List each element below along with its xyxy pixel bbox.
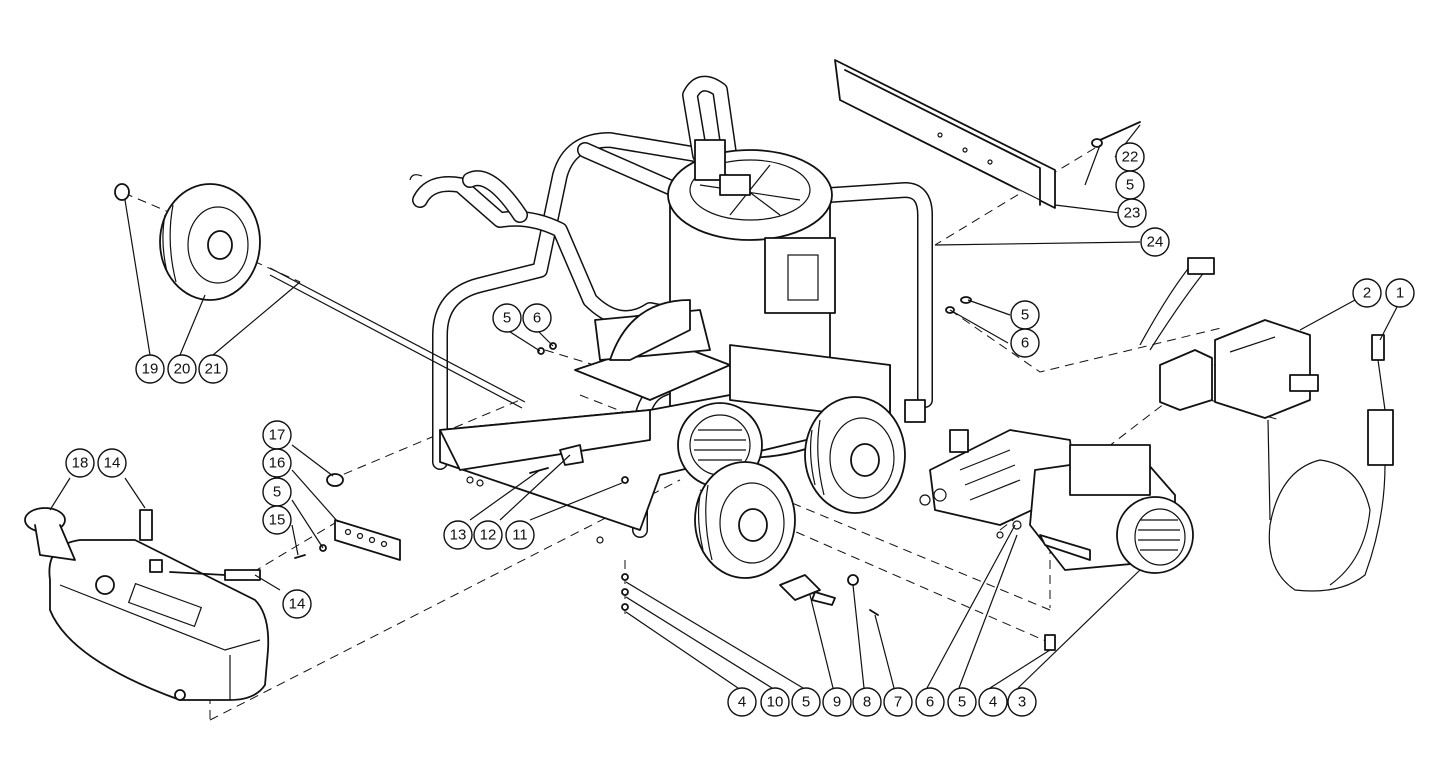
callout-label: 2 xyxy=(1363,285,1371,302)
callout-label: 16 xyxy=(269,455,286,472)
callout-20: 20 xyxy=(167,354,197,384)
callout-6: 6 xyxy=(522,303,552,333)
transformer xyxy=(1139,257,1215,411)
callout-label: 14 xyxy=(104,455,121,472)
callout-5: 5 xyxy=(262,477,292,507)
callout-5: 5 xyxy=(492,303,522,333)
callout-label: 13 xyxy=(450,527,467,544)
callout-label: 5 xyxy=(802,694,810,711)
callout-14: 14 xyxy=(97,448,127,478)
callout-label: 18 xyxy=(72,455,89,472)
callout-label: 20 xyxy=(174,361,191,378)
callout-label: 10 xyxy=(767,694,784,711)
mounting-bracket-part-23 xyxy=(834,59,1056,209)
axle-part-21 xyxy=(269,267,526,409)
callout-label: 5 xyxy=(1021,307,1029,324)
screw-part-15 xyxy=(294,544,327,559)
callout-14: 14 xyxy=(282,589,312,619)
callout-label: 8 xyxy=(863,694,871,711)
callout-2: 2 xyxy=(1352,278,1382,308)
callout-22: 22 xyxy=(1115,142,1145,172)
callout-23: 23 xyxy=(1117,198,1147,228)
callout-label: 21 xyxy=(205,361,222,378)
callout-5: 5 xyxy=(1115,170,1145,200)
callout-label: 6 xyxy=(533,310,541,327)
callout-label: 12 xyxy=(480,527,497,544)
callout-label: 3 xyxy=(1018,694,1026,711)
callout-3: 3 xyxy=(1007,687,1037,717)
callout-4: 4 xyxy=(978,687,1008,717)
grommet-part-17 xyxy=(326,473,344,487)
callout-15: 15 xyxy=(262,505,292,535)
callout-19: 19 xyxy=(135,354,165,384)
callout-8: 8 xyxy=(852,687,882,717)
wheel-nut-part-19 xyxy=(114,183,130,201)
callout-11: 11 xyxy=(505,520,535,550)
callout-label: 15 xyxy=(269,512,286,529)
callout-13: 13 xyxy=(443,520,473,550)
fuel-fitting-part-14 xyxy=(139,509,261,581)
callout-7: 7 xyxy=(883,687,913,717)
callout-6: 6 xyxy=(915,687,945,717)
callout-24: 24 xyxy=(1140,227,1170,257)
callout-label: 23 xyxy=(1124,205,1141,222)
callout-12: 12 xyxy=(473,520,503,550)
bracket-part-16 xyxy=(334,519,401,561)
callout-label: 4 xyxy=(738,694,746,711)
frame-assembly xyxy=(409,75,933,538)
callout-label: 17 xyxy=(269,427,286,444)
callout-10: 10 xyxy=(760,687,790,717)
callout-9: 9 xyxy=(822,687,852,717)
callout-5: 5 xyxy=(1010,300,1040,330)
callout-5: 5 xyxy=(791,687,821,717)
switch-part-9 xyxy=(779,574,879,616)
callout-label: 1 xyxy=(1396,285,1404,302)
callout-17: 17 xyxy=(262,420,292,450)
callout-4: 4 xyxy=(727,687,757,717)
callout-label: 5 xyxy=(503,310,511,327)
callout-18: 18 xyxy=(65,448,95,478)
callout-label: 5 xyxy=(1126,177,1134,194)
callout-5: 5 xyxy=(947,687,977,717)
callout-label: 5 xyxy=(958,694,966,711)
electric-motor-part-3 xyxy=(1029,444,1194,651)
loose-wheel-part-20 xyxy=(159,183,261,301)
callout-label: 4 xyxy=(989,694,997,711)
fuel-tank-part-18 xyxy=(24,507,270,701)
callout-label: 9 xyxy=(833,694,841,711)
callout-label: 14 xyxy=(289,596,306,613)
callout-label: 5 xyxy=(273,484,281,501)
control-box-part-2 xyxy=(1214,319,1319,419)
callout-label: 24 xyxy=(1147,234,1164,251)
callout-label: 22 xyxy=(1122,149,1139,166)
frame-wheel-right xyxy=(804,396,906,514)
callout-21: 21 xyxy=(198,354,228,384)
frame-wheel-front xyxy=(694,461,796,579)
power-cord-part-1 xyxy=(1267,334,1394,592)
hardware-parts-4-10-5 xyxy=(621,573,629,611)
callout-label: 19 xyxy=(142,361,159,378)
callout-label: 11 xyxy=(512,527,528,544)
callout-label: 7 xyxy=(894,694,902,711)
callout-16: 16 xyxy=(262,448,292,478)
leader-lines xyxy=(49,124,1398,689)
callout-1: 1 xyxy=(1385,278,1415,308)
callout-label: 6 xyxy=(926,694,934,711)
callout-6: 6 xyxy=(1010,328,1040,358)
callout-label: 6 xyxy=(1021,335,1029,352)
